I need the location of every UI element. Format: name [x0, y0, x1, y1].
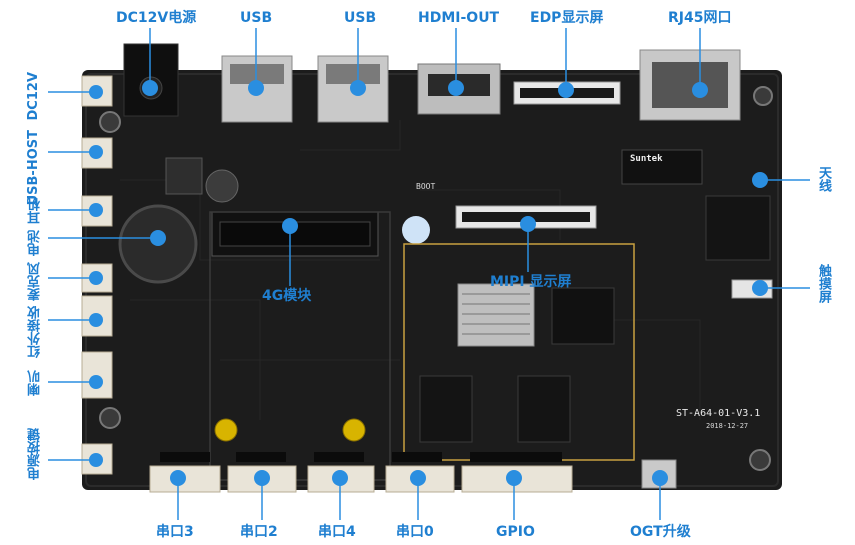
usb-ports: [221, 55, 389, 123]
label-left-battery: 电池: [28, 230, 43, 256]
label-touchscreen: 触摸屏: [816, 264, 831, 303]
label-uart4: 串口4: [318, 524, 356, 540]
label-usb-2: USB: [344, 10, 377, 26]
label-left-dc12v: DC12V: [26, 72, 41, 121]
label-left-power-key: 电源按键: [28, 428, 43, 480]
rj45-jack: [639, 49, 741, 121]
pcb-board: [82, 70, 782, 490]
label-left-speaker: 喇叭: [28, 370, 43, 396]
dc-jack: [123, 43, 179, 117]
marker-dots: [89, 80, 768, 486]
mounting-holes: [99, 86, 773, 471]
label-gpio: GPIO: [496, 524, 535, 540]
label-left-mic: 麦克风: [28, 262, 43, 301]
label-uart3: 串口3: [156, 524, 194, 540]
label-uart2: 串口2: [240, 524, 278, 540]
label-left-earphone: 耳机: [28, 198, 43, 224]
left-connectors: [81, 75, 113, 475]
label-left-ir: 红外接收: [28, 306, 43, 358]
label-uart0: 串口0: [396, 524, 434, 540]
label-otg-upgrade: OGT升级: [630, 524, 691, 540]
leader-lines: [48, 28, 810, 520]
label-mipi-display: MIPI 显示屏: [490, 274, 572, 290]
silk-board-model: ST-A64-01-V3.1: [676, 408, 761, 419]
silk-boot: BOOT: [416, 182, 436, 191]
silk-board-date: 2018-12-27: [706, 422, 749, 430]
label-left-usb-host: USB-HOST: [26, 130, 41, 206]
label-dc12v-power: DC12V电源: [116, 10, 197, 26]
label-4g-module: 4G模块: [262, 288, 312, 304]
label-edp-display: EDP显示屏: [530, 10, 604, 26]
silk-suntek: Suntek: [630, 154, 663, 164]
label-rj45: RJ45网口: [668, 10, 732, 26]
label-hdmi-out: HDMI-OUT: [418, 10, 500, 26]
label-usb-1: USB: [240, 10, 273, 26]
label-antenna: 天线: [816, 166, 831, 192]
